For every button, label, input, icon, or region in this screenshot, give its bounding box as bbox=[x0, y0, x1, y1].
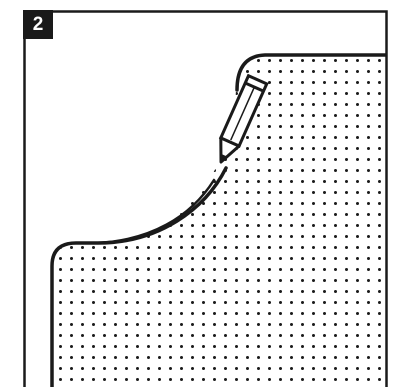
step-number-badge: 2 bbox=[23, 10, 53, 39]
dotted-panel bbox=[52, 55, 392, 387]
